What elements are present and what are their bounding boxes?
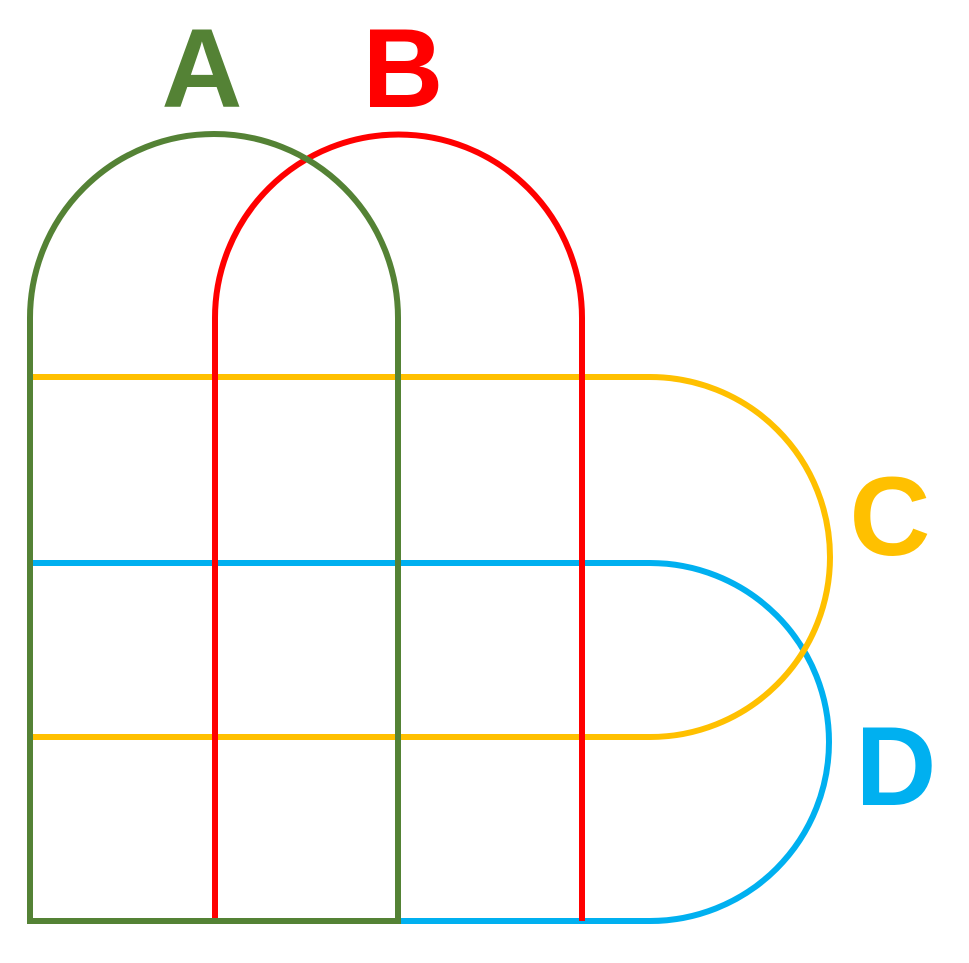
set-b-label: B [363, 6, 444, 131]
set-d-region-outline [27, 560, 832, 924]
set-b-region-outline [212, 131, 585, 921]
set-a-region-outline [27, 131, 401, 924]
set-c-region-outline [30, 374, 833, 740]
set-a-label: A [162, 6, 243, 131]
set-c-label: C [850, 454, 931, 579]
set-d-label: D [856, 704, 937, 829]
